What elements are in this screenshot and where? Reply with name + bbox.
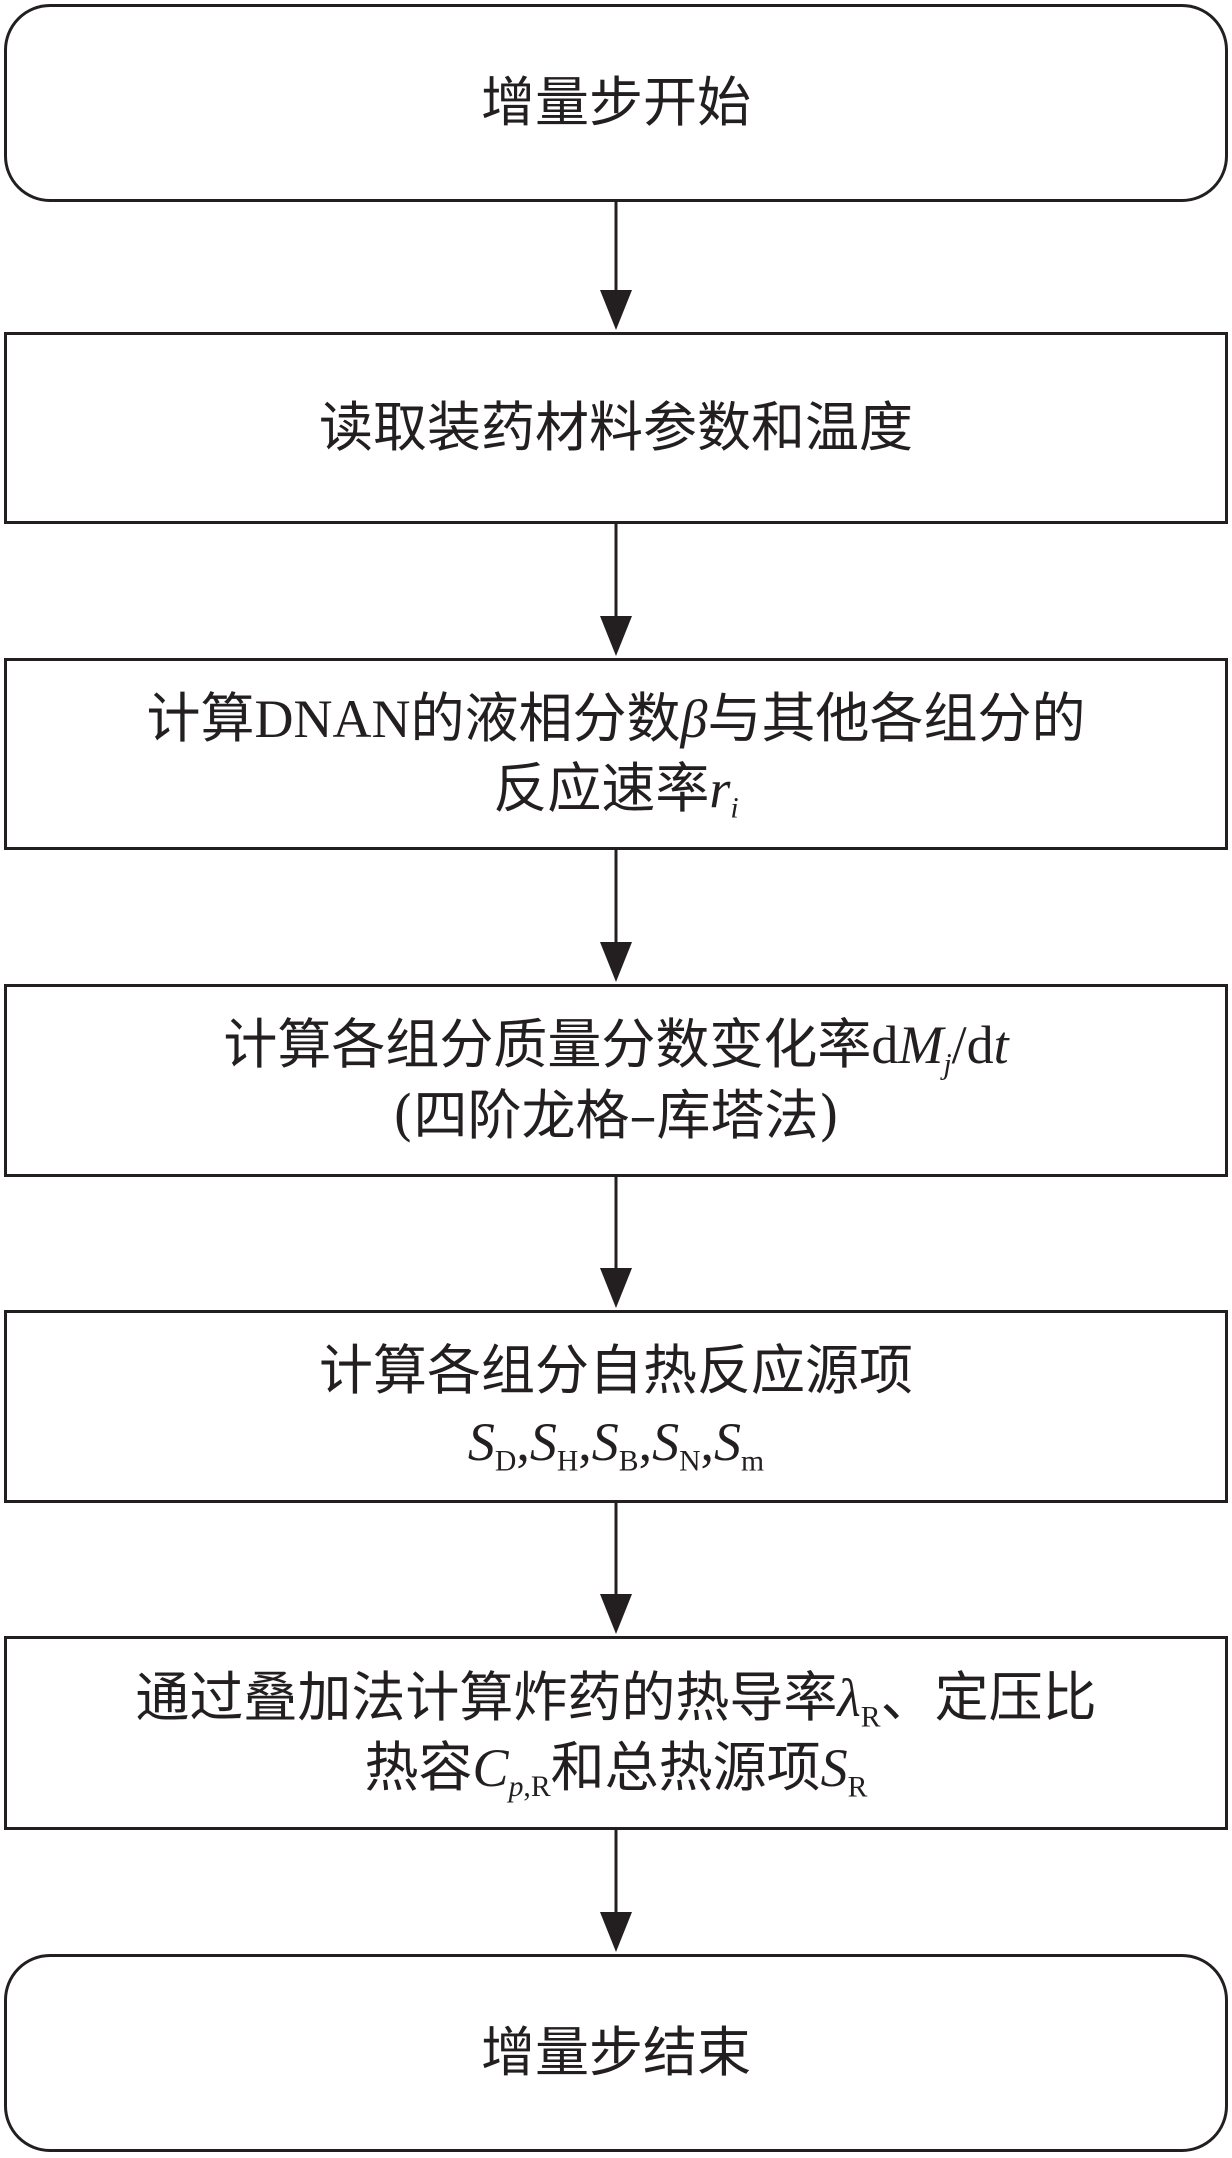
end-node: 增量步结束 [4, 1954, 1228, 2152]
step4-line2: SD,SH,SB,SN,Sm [467, 1411, 765, 1477]
step2-line2: 反应速率ri [493, 757, 739, 825]
start-node: 增量步开始 [4, 4, 1228, 202]
step1-node: 读取装药材料参数和温度 [4, 332, 1228, 524]
end-label: 增量步结束 [481, 2020, 751, 2084]
start-label: 增量步开始 [481, 70, 751, 134]
step4-line1: 计算各组分自热反应源项 [319, 1339, 913, 1403]
step3-node: 计算各组分质量分数变化率dMj/dt (四阶龙格–库塔法) [4, 984, 1228, 1177]
step5-line2: 热容Cp,R和总热源项SR [364, 1736, 868, 1804]
step5-node: 通过叠加法计算炸药的热导率λR、定压比 热容Cp,R和总热源项SR [4, 1636, 1228, 1830]
step3-line2: (四阶龙格–库塔法) [392, 1083, 840, 1147]
step2-line1: 计算DNAN的液相分数β与其他各组分的 [146, 686, 1086, 750]
step5-line1: 通过叠加法计算炸药的热导率λR、定压比 [135, 1665, 1097, 1734]
step2-node: 计算DNAN的液相分数β与其他各组分的 反应速率ri [4, 658, 1228, 850]
step1-label: 读取装药材料参数和温度 [319, 395, 913, 459]
step3-line1: 计算各组分质量分数变化率dMj/dt [223, 1013, 1009, 1081]
step4-node: 计算各组分自热反应源项 SD,SH,SB,SN,Sm [4, 1310, 1228, 1503]
